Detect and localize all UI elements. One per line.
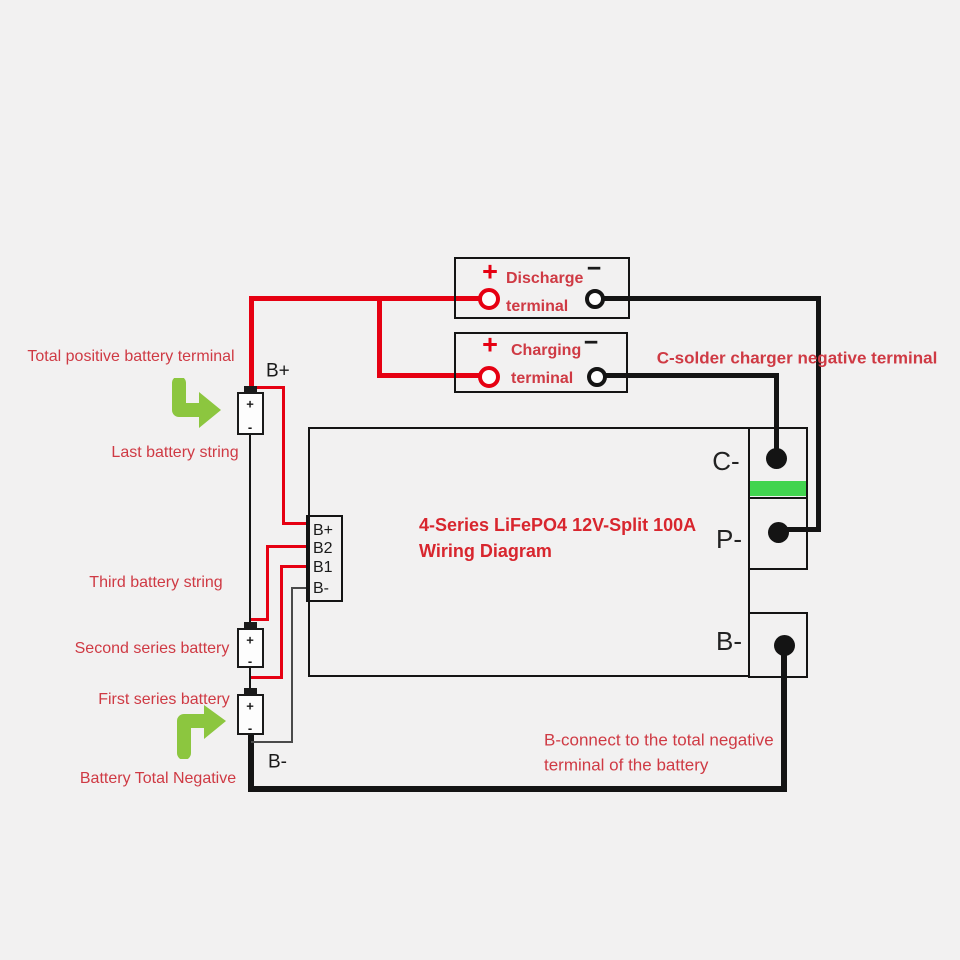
battery-second-minus: -: [247, 653, 253, 669]
sense-wire-bminus-tap: [251, 741, 293, 743]
green-arrow-bottom-icon: [177, 705, 226, 759]
bms-title-line1: 4-Series LiFePO4 12V-Split 100A: [419, 515, 697, 535]
battery-first-plus: +: [246, 698, 254, 714]
battery-first-minus: -: [247, 720, 253, 736]
annotation-c-solder: C-solder charger negative terminal: [656, 348, 938, 368]
annotation-b-connect-line1: B-connect to the total negative: [544, 730, 774, 750]
annotation-b-connect-line2: terminal of the battery: [544, 755, 709, 775]
pin-label-bminus: B-: [313, 580, 329, 597]
battery-second-cap: [244, 622, 257, 629]
c-pad-label: C-: [712, 446, 740, 476]
bms-title-line2: Wiring Diagram: [419, 541, 552, 561]
c-pad-green-strip: [750, 481, 806, 496]
wire-battery-positive-down: [249, 296, 254, 391]
wire-series-link-2: [249, 666, 251, 691]
c-pad-solder-dot: [766, 448, 787, 469]
charging-label-line1: Charging: [511, 342, 582, 359]
annotation-last-string: Last battery string: [111, 444, 239, 461]
discharge-negative-ring: [585, 289, 605, 309]
sense-wire-b1-into-pin: [280, 565, 309, 568]
pin-label-bplus: B+: [313, 522, 334, 539]
wire-charging-negative-right: [602, 373, 777, 378]
charging-minus-sign: −: [583, 328, 599, 357]
battery-last-body: [237, 392, 264, 435]
annotation-total-positive: Total positive battery terminal: [27, 348, 235, 365]
charging-negative-ring: [587, 367, 607, 387]
wire-charging-branch-right: [377, 373, 482, 378]
green-arrow-top-icon: [172, 378, 221, 428]
battery-bank-bminus-label: B-: [268, 751, 287, 773]
battery-first-cap: [244, 688, 257, 695]
wire-total-negative-run: [248, 786, 787, 792]
bms-pin-block: [306, 515, 343, 602]
sense-wire-bminus-into-pin: [291, 587, 308, 589]
wire-discharge-negative-down: [816, 296, 821, 532]
wire-battery-positive-to-discharge: [249, 296, 481, 301]
annotation-third-string: Third battery string: [89, 574, 223, 591]
discharge-terminal-box: [454, 257, 630, 319]
charging-plus-sign: +: [482, 329, 498, 360]
discharge-plus-sign: +: [482, 256, 498, 287]
pin-label-b2: B2: [313, 540, 333, 557]
wire-charging-negative-down: [774, 373, 779, 459]
discharge-positive-ring: [478, 288, 500, 310]
battery-last-minus: -: [247, 419, 253, 435]
charging-label-line2: terminal: [511, 370, 574, 387]
battery-last-plus: +: [246, 396, 254, 412]
pin-label-b1: B1: [313, 559, 333, 576]
p-pad-solder-dot: [768, 522, 789, 543]
discharge-label-line1: Discharge: [506, 270, 584, 287]
sense-wire-bminus-down: [291, 587, 293, 743]
p-pad-label: P-: [716, 524, 742, 554]
cp-pad-divider: [749, 497, 807, 499]
annotation-second-series: Second series battery: [74, 640, 230, 657]
sense-wire-bplus-down: [282, 386, 285, 525]
battery-second-plus: +: [246, 632, 254, 648]
sense-wire-b1-down: [280, 565, 283, 679]
sense-wire-b2-tap: [250, 618, 269, 621]
battery-bank-bplus-label: B+: [266, 360, 290, 382]
discharge-minus-sign: −: [586, 254, 602, 283]
wire-total-negative-up-to-b: [781, 645, 787, 791]
sense-wire-bplus-into-pin: [282, 522, 309, 525]
b-terminal-pad: [748, 612, 808, 678]
wire-discharge-negative-right: [600, 296, 821, 301]
sense-wire-bplus-top: [252, 386, 284, 389]
b-pad-label: B-: [716, 626, 742, 656]
wire-p-minus-link: [783, 527, 821, 532]
annotation-total-negative: Battery Total Negative: [79, 770, 237, 787]
annotation-first-series: First series battery: [98, 691, 230, 708]
wire-charging-branch-down: [377, 296, 382, 376]
charging-terminal-box: [454, 332, 628, 393]
battery-last-cap: [244, 386, 257, 393]
battery-second-body: [237, 628, 264, 668]
b-pad-solder-dot: [774, 635, 795, 656]
charging-positive-ring: [478, 366, 500, 388]
discharge-label-line2: terminal: [506, 298, 569, 315]
sense-wire-b2-into-pin: [266, 545, 309, 548]
sense-wire-b1-tap: [250, 676, 283, 679]
wire-total-negative-down: [248, 733, 254, 791]
sense-wire-b2-down: [266, 545, 269, 621]
battery-first-body: [237, 694, 264, 735]
wire-series-link-1: [249, 434, 251, 625]
